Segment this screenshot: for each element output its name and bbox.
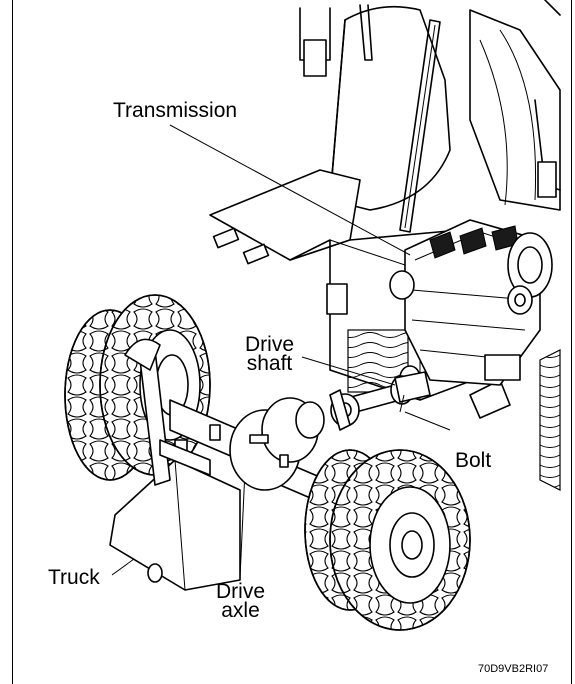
drive-shaft-part: [329, 371, 431, 431]
drive-axle-label-line1: Drive: [216, 580, 266, 603]
support-truck: [109, 338, 241, 591]
drive-shaft-label: Drive shaft: [245, 333, 295, 375]
machine-body: [299, 0, 561, 233]
transmission-label: Transmission: [113, 99, 238, 122]
axle-housing: [169, 397, 351, 516]
drive-shaft-label-line1: Drive: [245, 333, 295, 356]
leader-lines: [111, 124, 451, 579]
figure-code: 70D9VB2RI07: [478, 663, 549, 675]
right-wheels: [304, 449, 471, 631]
bolt-label: Bolt: [455, 449, 492, 472]
drive-shaft-label-line2: shaft: [246, 352, 293, 375]
drive-axle-label-line2: axle: [221, 599, 260, 622]
figure-frame: [12, 0, 572, 684]
transmission-unit: [389, 219, 553, 391]
truck-label: Truck: [48, 566, 100, 589]
drive-axle-label: Drive axle: [216, 580, 266, 622]
